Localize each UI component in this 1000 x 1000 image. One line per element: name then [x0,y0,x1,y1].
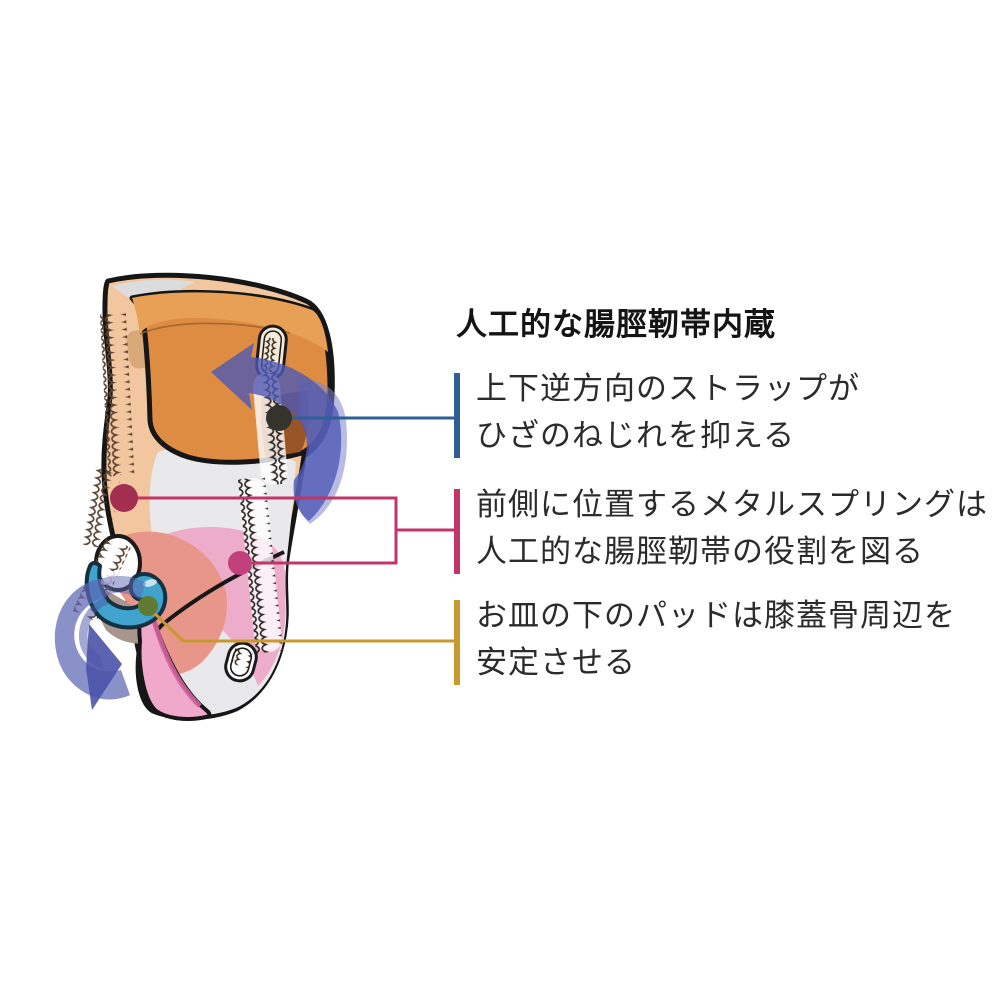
leader-line-pad [146,605,455,643]
callout-strap-line-2: ひざのねじれを抑える [476,418,796,453]
callout-dot-spring-upper [110,484,138,512]
callout-strap-text: 上下逆方向のストラップが ひざのねじれを抑える [476,365,860,459]
callout-pad-accent-bar [454,600,460,685]
callout-spring-line-2: 人工的な腸脛靭帯の役割を図る [476,534,924,569]
callout-dot-strap [266,405,292,431]
callout-strap-line-1: 上下逆方向のストラップが [476,371,860,406]
callout-strap: 上下逆方向のストラップが ひざのねじれを抑える [454,365,860,459]
callout-dot-pad [138,596,158,616]
rotation-arrow-lower [54,575,146,710]
callout-pad-line-2: 安定させる [476,645,636,680]
rotation-arrow-upper [211,343,347,524]
callout-pad-line-1: お皿の下のパッドは膝蓋骨周辺を [476,598,956,633]
page-title: 人工的な腸脛靭帯内蔵 [456,307,776,342]
callout-spring-accent-bar [454,489,460,574]
callout-spring: 前側に位置するメタルスプリングは 人工的な腸脛靭帯の役割を図る [454,481,988,575]
leader-line-spring [124,496,455,565]
callout-pad: お皿の下のパッドは膝蓋骨周辺を 安定させる [454,592,956,686]
callout-pad-text: お皿の下のパッドは膝蓋骨周辺を 安定させる [476,592,956,686]
callout-spring-line-1: 前側に位置するメタルスプリングは [476,487,988,522]
callout-strap-accent-bar [454,373,460,458]
callout-spring-text: 前側に位置するメタルスプリングは 人工的な腸脛靭帯の役割を図る [476,481,988,575]
callout-dot-spring-lower [228,551,252,575]
